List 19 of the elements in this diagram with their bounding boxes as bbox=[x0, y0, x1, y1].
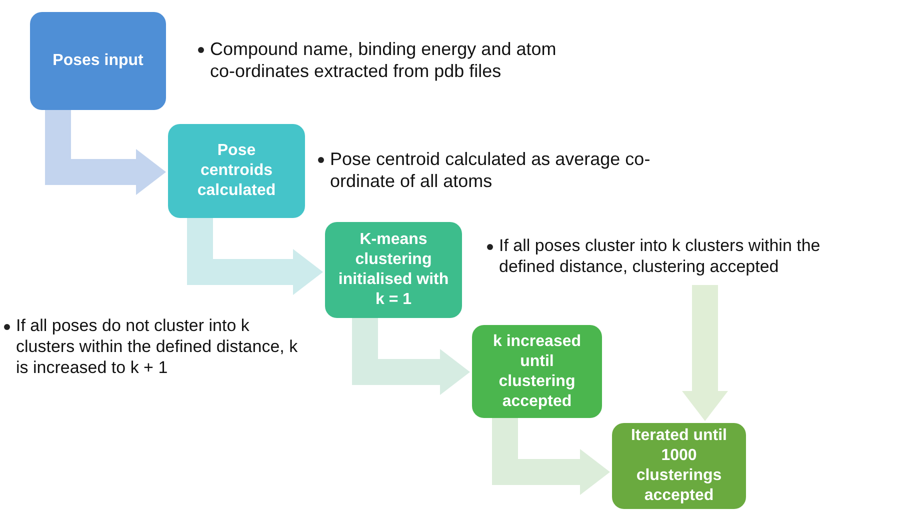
arrow bbox=[352, 318, 470, 395]
process-box bbox=[168, 124, 305, 218]
note-text: If all poses do not cluster into k clusters within the defined distance, k is increased to k + 1 bbox=[16, 315, 299, 378]
process-box bbox=[472, 325, 602, 418]
note-text: If all poses cluster into k clusters within the defined distance, clustering accepted bbox=[499, 235, 822, 277]
arrow bbox=[682, 285, 728, 421]
process-box bbox=[612, 423, 746, 509]
box-text: Iterated until 1000 clusterings accepted bbox=[630, 426, 728, 506]
box-text: Pose centroids calculated bbox=[196, 141, 277, 201]
arrow bbox=[187, 218, 323, 295]
box-text: Poses input bbox=[52, 51, 144, 71]
box-text: k increased until clustering accepted bbox=[492, 332, 582, 412]
arrow bbox=[45, 110, 166, 195]
note-text: Compound name, binding energy and atom co-ordinates extracted from pdb files bbox=[210, 38, 558, 82]
note-text: Pose centroid calculated as average co-ordinate of all atoms bbox=[330, 148, 652, 192]
process-box bbox=[325, 222, 462, 318]
process-box bbox=[30, 12, 166, 110]
box-text: K-means clustering initialised with k = 1 bbox=[337, 230, 450, 310]
arrow bbox=[492, 418, 610, 495]
